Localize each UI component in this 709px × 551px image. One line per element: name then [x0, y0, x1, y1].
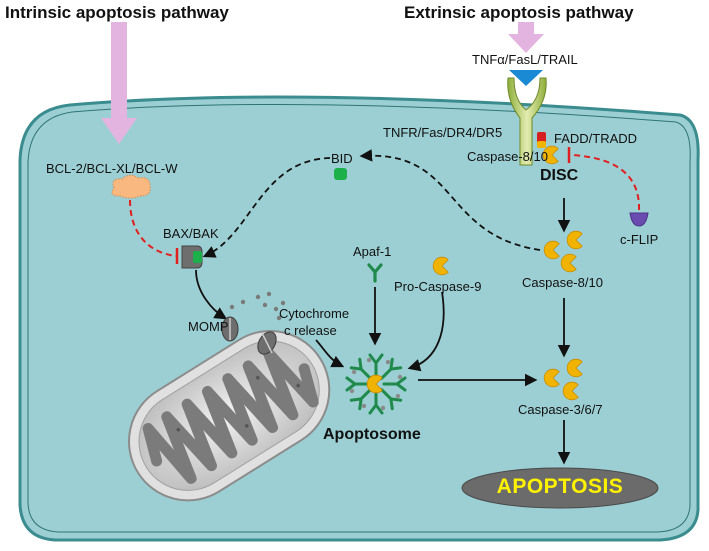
apoptosome-spoke — [349, 388, 372, 411]
cytochrome-label-line2: c release — [284, 323, 337, 338]
apoptosome-spoke — [380, 388, 403, 411]
apaf1-label: Apaf-1 — [353, 244, 392, 259]
caspase-to-bid-arrow — [359, 149, 541, 251]
apoptosome-spoke — [366, 353, 384, 378]
momp-pore-1 — [221, 316, 239, 342]
cell-outline-inner — [27, 103, 691, 533]
receptors-label: TNFR/Fas/DR4/DR5 — [383, 125, 503, 140]
ligands-label: TNFα/FasL/TRAIL — [472, 52, 578, 67]
caspase-3-6-7-label: Caspase-3/6/7 — [518, 402, 603, 417]
momp-label: MOMP — [188, 319, 229, 334]
apoptosis-label: APOPTOSIS — [496, 475, 624, 498]
apoptosome-spoke — [382, 374, 407, 392]
apaf1-icon — [367, 263, 383, 283]
apoptosome-label: Apoptosome — [323, 426, 421, 443]
procaspase9-to-apoptosome-arrow — [407, 291, 445, 372]
apoptosome-spoke — [349, 357, 372, 380]
apoptosome-spoke — [345, 376, 370, 394]
cflip-inhibition — [571, 154, 641, 211]
receptor-complex — [507, 70, 547, 166]
caspase-8-10-label: Caspase-8/10 — [522, 275, 603, 290]
ligand-shape — [509, 70, 543, 86]
disc-label: DISC — [540, 167, 579, 184]
cytochrome-c-dots — [229, 291, 286, 321]
cytochrome-to-apoptosome-arrow — [315, 339, 345, 368]
apoptosis-ellipse — [461, 467, 659, 509]
bcl2-inhibition — [129, 199, 177, 257]
bid-icon — [334, 168, 347, 180]
cytochrome-label-line1: Cytochrome — [279, 306, 350, 321]
extrinsic-title: Extrinsic apoptosis pathway — [404, 3, 634, 22]
apoptosome-icon — [345, 353, 407, 415]
intrinsic-input-arrow — [101, 22, 137, 144]
adaptors-label: FADD/TRADD — [554, 131, 638, 146]
baxbak-label: BAX/BAK — [163, 226, 219, 241]
bcl2-label: BCL-2/BCL-XL/BCL-W — [46, 161, 178, 176]
apoptosome-spoke — [368, 390, 386, 415]
cflip-icon — [629, 212, 649, 227]
baxbak-icon — [181, 245, 203, 269]
disc-caspase-label: Caspase-8/10 — [467, 149, 548, 164]
apoptosome-center-caspase — [366, 374, 383, 394]
mitochondrion — [128, 329, 331, 502]
baxbak-to-momp-arrow — [195, 269, 228, 320]
momp-pore-2 — [257, 331, 277, 355]
procaspase9-label: Pro-Caspase-9 — [394, 279, 482, 294]
bid-to-baxbak-arrow — [202, 157, 331, 258]
extrinsic-input-arrow — [508, 22, 544, 53]
cflip-label: c-FLIP — [620, 232, 659, 247]
bcl2-icon — [111, 174, 151, 199]
apoptosome-spoke — [380, 357, 403, 380]
bid-label: BID — [331, 151, 353, 166]
intrinsic-title: Intrinsic apoptosis pathway — [5, 3, 229, 22]
